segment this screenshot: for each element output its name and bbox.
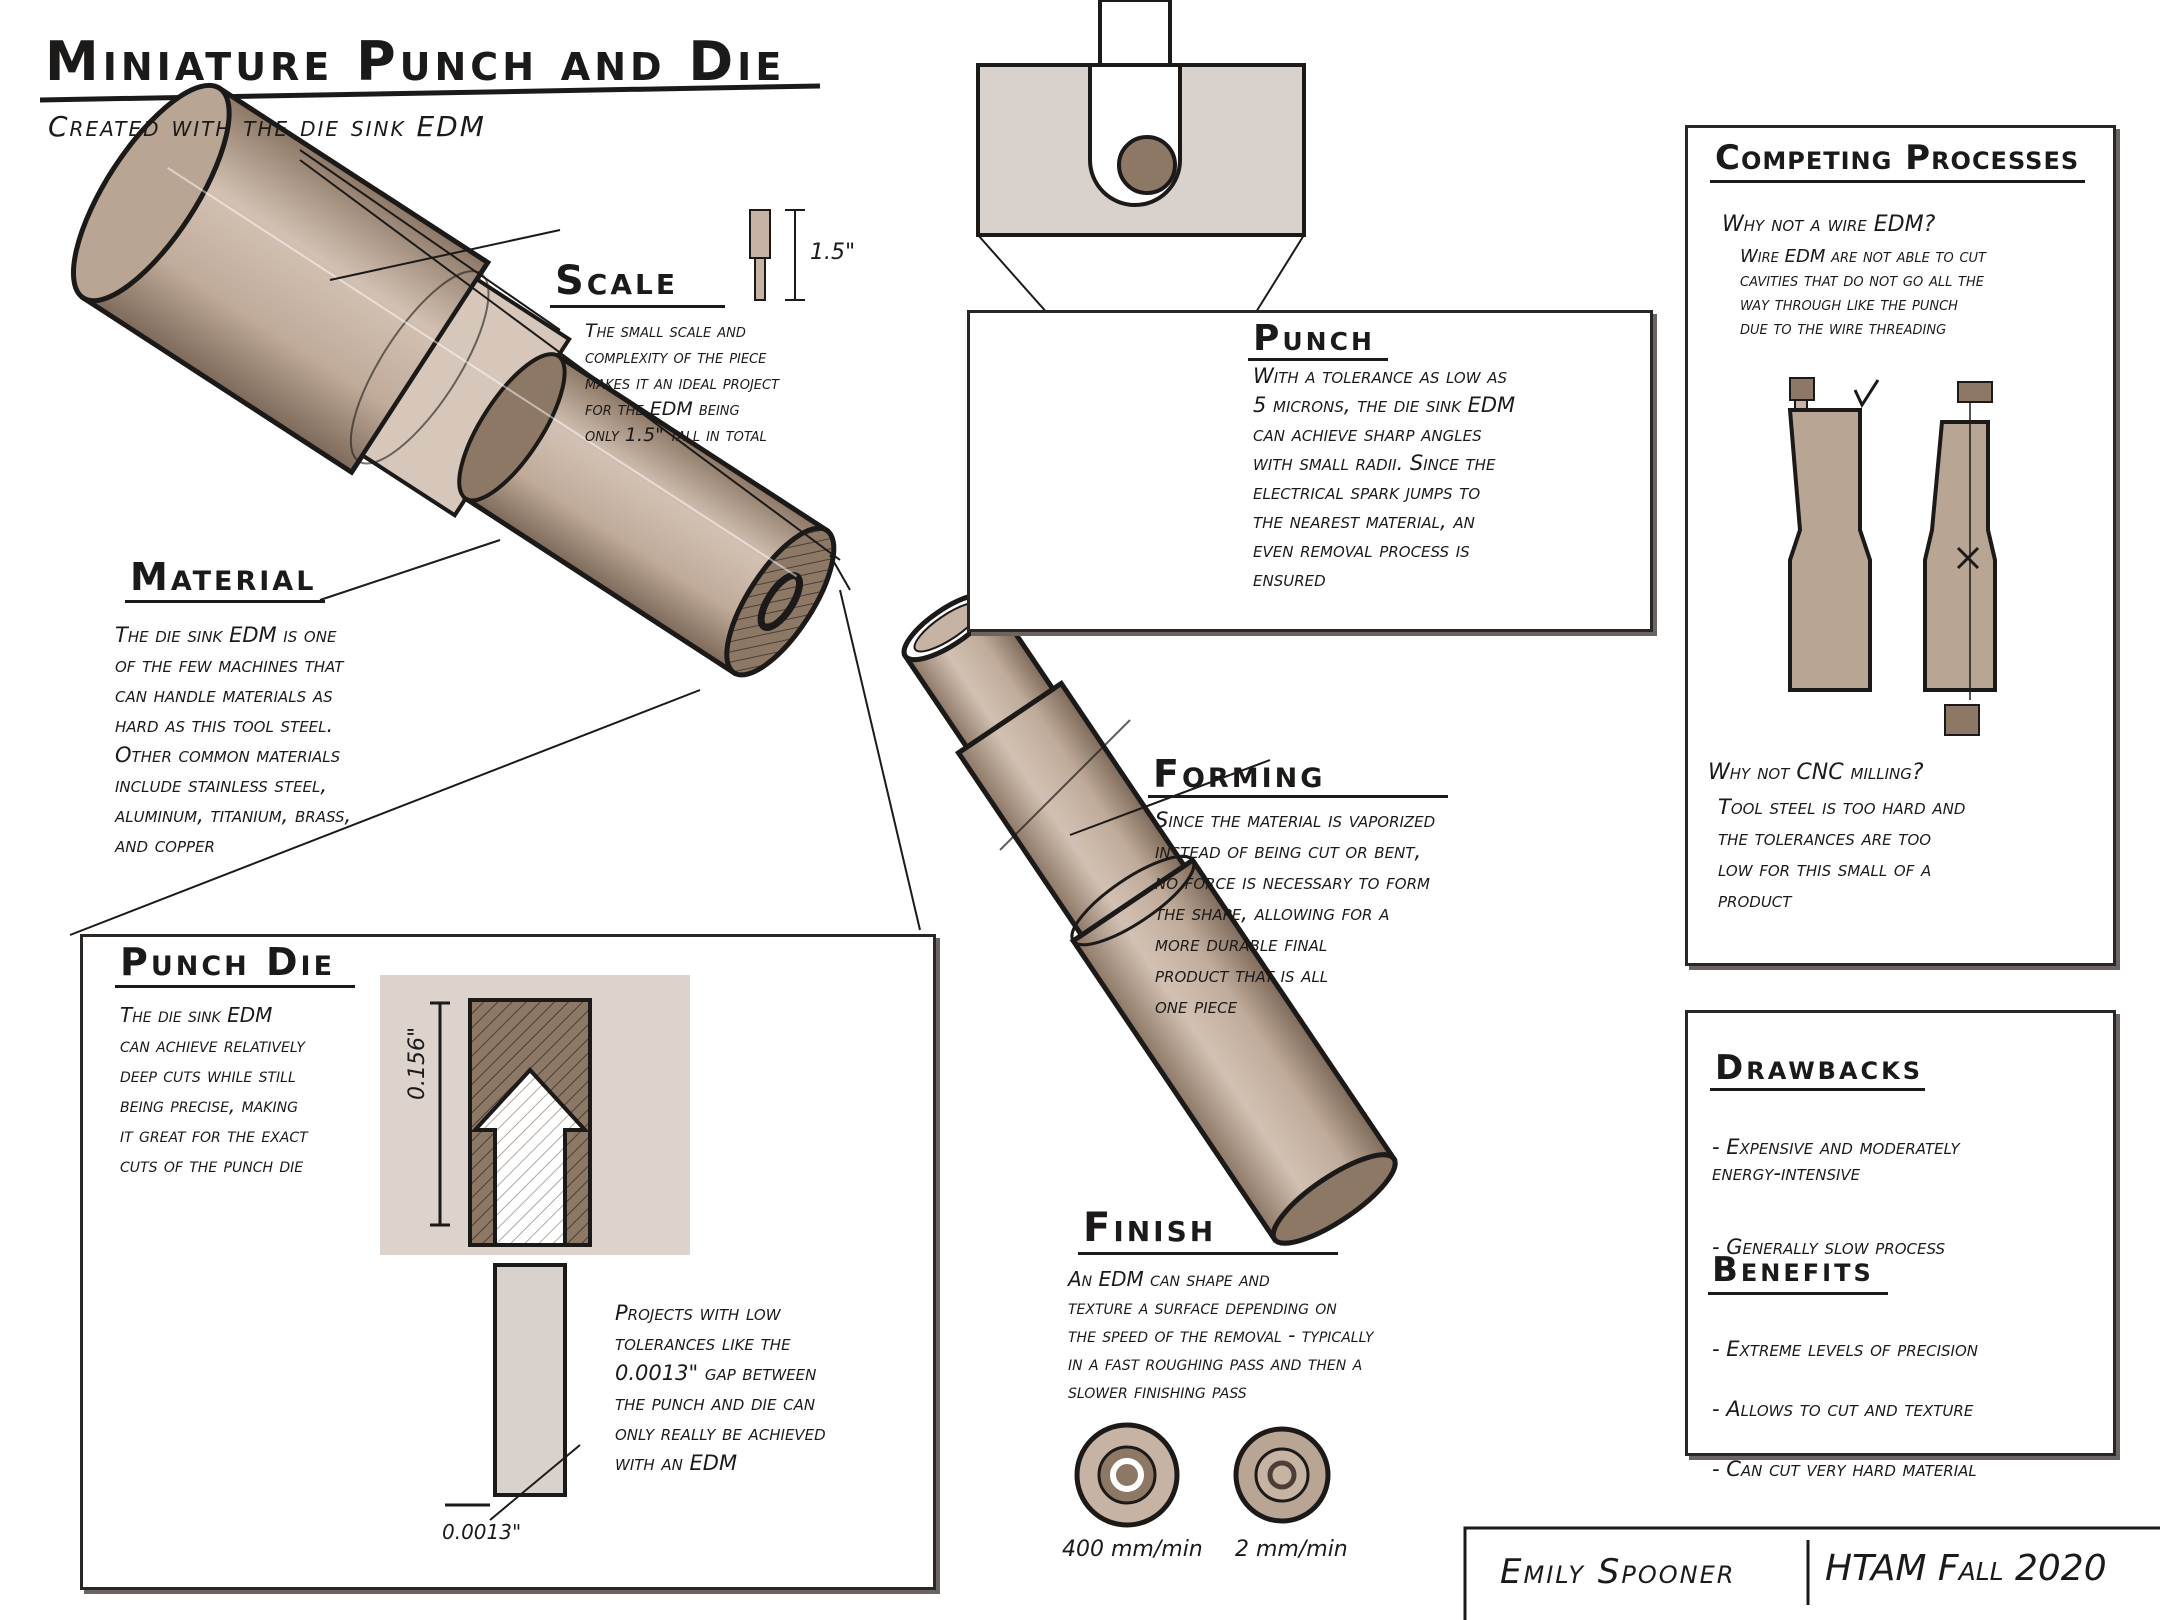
cnc-milling-answer: Tool steel is too hard and the tolerance… [1718,795,1966,912]
finish-sample-slow [1233,1426,1331,1524]
heading-underline [125,600,325,603]
punch-die-tolerance-text: Projects with low tolerances like the 0.… [615,1301,826,1475]
punch-illustration [901,591,1398,1246]
finish-speed-slow-label: 2 mm/min [1235,1537,1348,1562]
punch-text: With a tolerance as low as 5 microns, th… [1253,364,1516,591]
cnc-milling-question: Why not CNC milling? [1708,760,1924,785]
scale-heading: Scale [555,258,678,304]
forming-text: Since the material is vaporized instead … [1155,808,1436,1018]
finish-speed-fast-label: 400 mm/min [1062,1537,1203,1562]
benefit-item: - Extreme levels of precision [1712,1337,1979,1361]
benefits-list: - Extreme levels of precision - Allows t… [1712,1310,1978,1516]
punch-die-panel [80,934,936,1590]
course-label: HTAM Fall 2020 [1825,1548,2107,1589]
heading-underline [115,985,355,988]
page-title: Miniature Punch and Die [45,30,786,93]
drawbacks-benefits-panel [1685,1010,2116,1456]
heading-underline [1248,358,1388,361]
punch-die-cross-section [380,975,690,1521]
drawbacks-heading: Drawbacks [1715,1048,1924,1088]
finish-text: An EDM can shape and texture a surface d… [1068,1267,1374,1403]
wire-edm-question: Why not a wire EDM? [1722,212,1936,237]
punch-die-gap-label: 0.0013" [442,1520,522,1544]
heading-underline [1148,795,1448,798]
construction-line [299,159,841,561]
page-subtitle: Created with the die sink EDM [48,110,486,143]
forming-heading: Forming [1153,752,1326,796]
heading-underline [1710,1088,1925,1091]
drawbacks-list: - Expensive and moderately energy-intens… [1712,1108,1960,1308]
finish-heading: Finish [1083,1205,1217,1251]
die-illustration [70,82,837,678]
wire-edm-answer: Wire EDM are not able to cut cavities th… [1740,246,1986,339]
finish-sample-fast [1074,1422,1180,1528]
scale-dimension-label: 1.5" [810,240,856,265]
drawback-item: - Generally slow process [1712,1235,1945,1259]
drawback-item: - Expensive and moderately energy-intens… [1712,1135,1960,1185]
punch-heading: Punch [1253,318,1375,359]
competing-processes-panel [1685,125,2116,966]
material-heading: Material [130,555,317,599]
material-text: The die sink EDM is one of the few machi… [115,623,352,857]
heading-underline [1708,1292,1888,1295]
benefits-heading: Benefits [1712,1250,1874,1290]
punch-section-detail [976,0,1306,237]
punch-die-heading: Punch Die [120,940,336,984]
author-name: Emily Spooner [1500,1552,1736,1592]
wire-edm-comparison-icons [1787,377,1997,736]
competing-processes-heading: Competing Processes [1715,138,2080,178]
heading-underline [1078,1252,1338,1255]
punch-panel [967,310,1653,632]
benefit-item: - Allows to cut and texture [1712,1397,1974,1421]
scale-text: The small scale and complexity of the pi… [585,320,780,446]
footer-frame [1463,1526,2160,1620]
benefit-item: - Can cut very hard material [1712,1457,1977,1481]
punch-die-text: The die sink EDM can achieve relatively … [120,1003,308,1177]
punch-die-depth-label: 0.156" [405,1026,430,1100]
heading-underline [1710,180,2085,183]
title-underline [39,83,821,103]
scale-reference-icon [749,209,805,301]
heading-underline [550,305,725,308]
